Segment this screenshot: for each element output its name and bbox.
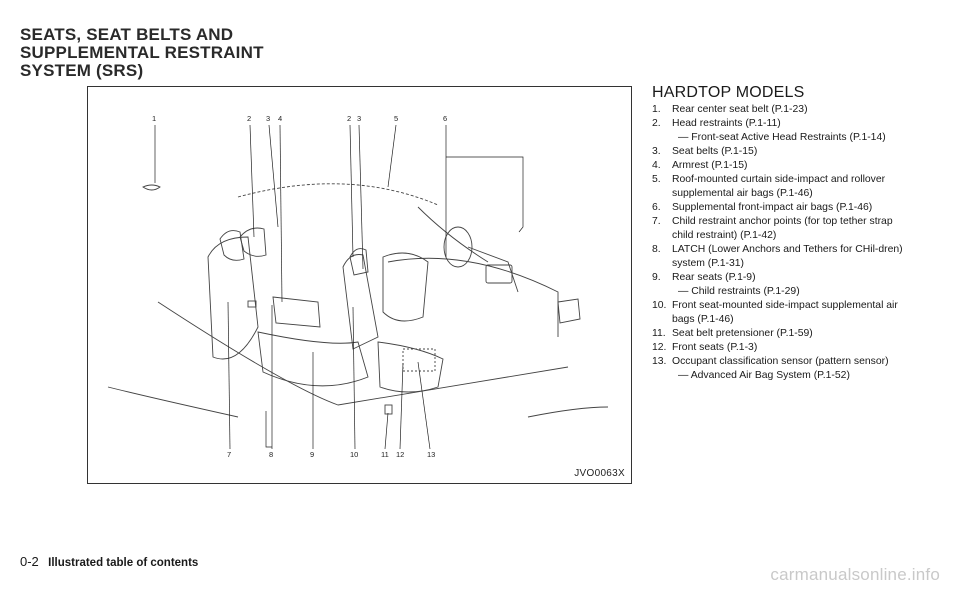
ground-line-right [527, 406, 609, 418]
ground-line [107, 386, 239, 418]
rear-seat-back [207, 236, 259, 360]
instrument-panel [467, 246, 519, 293]
list-item: 11.Seat belt pretensioner (P.1-59) [652, 328, 813, 339]
roof-curve [237, 183, 439, 206]
page-number: 0-2 [20, 554, 39, 569]
list-subitem: — Front-seat Active Head Restraints (P.1… [678, 132, 886, 143]
callout-5: 5 [394, 114, 398, 123]
seat-diagram-illustration: 1 2 3 4 2 3 5 6 7 8 9 10 11 12 13 [107, 114, 609, 459]
steering-wheel [443, 226, 473, 268]
seat-diagram-figure: 1 2 3 4 2 3 5 6 7 8 9 10 11 12 13 JVO006… [87, 86, 632, 484]
rear-seat-cushion [257, 331, 369, 387]
center-display [485, 264, 513, 284]
callout-11: 11 [381, 450, 389, 459]
front-seat-headrest [349, 248, 369, 276]
cabin-floor-line [157, 301, 569, 406]
callout-9: 9 [310, 450, 314, 459]
footer-title: Illustrated table of contents [48, 557, 199, 569]
callout-12: 12 [396, 450, 404, 459]
watermark: carmanualsonline.info [770, 565, 940, 584]
list-item: 12.Front seats (P.1-3) [652, 342, 758, 353]
list-item: 6.Supplemental front-impact air bags (P.… [652, 202, 873, 213]
callout-8: 8 [269, 450, 273, 459]
rear-seat-headrest-right [239, 227, 267, 257]
models-heading: HARDTOP MODELS [652, 84, 805, 101]
list-item: 8.LATCH (Lower Anchors and Tethers for C… [652, 244, 903, 269]
front-seat-back-right [382, 252, 429, 322]
callout-4: 4 [278, 114, 282, 123]
list-subitem: — Child restraints (P.1-29) [678, 286, 800, 297]
list-item: 4.Armrest (P.1-15) [652, 160, 748, 171]
callout-13: 13 [427, 450, 435, 459]
list-item: 2.Head restraints (P.1-11)— Front-seat A… [652, 117, 914, 145]
list-item: 9.Rear seats (P.1-9)— Child restraints (… [652, 271, 914, 299]
list-subitem: — Advanced Air Bag System (P.1-52) [678, 370, 850, 381]
callout-6: 6 [443, 114, 447, 123]
contents-list: 1.Rear center seat belt (P.1-23) 2.Head … [652, 103, 914, 383]
rear-armrest [272, 296, 321, 328]
section-title-line-3: SYSTEM (SRS) [20, 61, 144, 80]
page-footer: 0-2 Illustrated table of contents [20, 554, 198, 569]
section-title-line-2: SUPPLEMENTAL RESTRAINT [20, 43, 264, 62]
callout-1: 1 [152, 114, 156, 123]
list-item: 7.Child restraint anchor points (for top… [652, 216, 893, 241]
figure-code: JVO0063X [574, 468, 625, 479]
callout-7: 7 [227, 450, 231, 459]
list-item: 5.Roof-mounted curtain side-impact and r… [652, 174, 886, 199]
rear-center-belt [142, 184, 161, 191]
list-item: 10.Front seat-mounted side-impact supple… [652, 300, 898, 325]
air-vent [557, 298, 581, 324]
dashboard [387, 257, 559, 337]
callout-10: 10 [350, 450, 358, 459]
callout-2: 2 [247, 114, 251, 123]
windshield [417, 206, 489, 263]
rear-seat-headrest-left [219, 230, 245, 261]
callout-3b: 3 [357, 114, 361, 123]
front-seat-back-left [342, 254, 379, 350]
callout-3: 3 [266, 114, 270, 123]
front-seat-cushion [377, 341, 444, 393]
list-item: 3.Seat belts (P.1-15) [652, 146, 758, 157]
list-item: 1.Rear center seat belt (P.1-23) [652, 104, 808, 115]
section-title: SEATS, SEAT BELTS AND SUPPLEMENTAL RESTR… [20, 26, 380, 80]
callout-2b: 2 [347, 114, 351, 123]
pretensioner [384, 404, 393, 415]
list-item: 13.Occupant classification sensor (patte… [652, 355, 914, 383]
section-title-line-1: SEATS, SEAT BELTS AND [20, 25, 234, 44]
latch-anchor [247, 300, 257, 308]
